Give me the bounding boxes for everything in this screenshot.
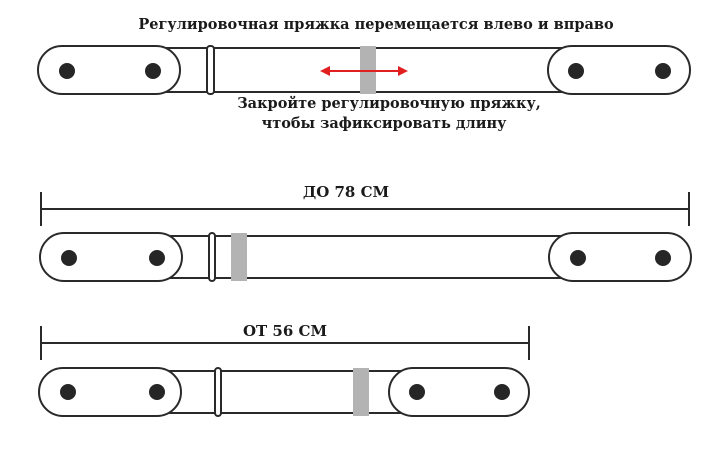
strap-1-loop [206, 45, 215, 95]
strap-2-slider-buckle [231, 233, 247, 281]
strap-1-right-tab [547, 45, 691, 95]
strap-2-right-hole-2 [655, 250, 671, 266]
strap-adjustable [37, 45, 691, 95]
dimension-min [40, 326, 530, 360]
strap-1-right-hole-1 [568, 63, 584, 79]
strap-3-right-hole-1 [409, 384, 425, 400]
strap-2-band [107, 235, 621, 279]
strap-1-left-tab [37, 45, 181, 95]
strap-3-left-hole-2 [149, 384, 165, 400]
strap-3-left-hole-1 [60, 384, 76, 400]
dimension-max [40, 192, 690, 226]
strap-3-left-tab [38, 367, 182, 417]
strap-3-loop [214, 367, 222, 417]
fix-length-caption-line-2: чтобы зафиксировать длину [261, 115, 507, 132]
max-length-label: ДО 78 СМ [302, 183, 390, 201]
strap-2-left-tab [39, 232, 183, 282]
fix-length-caption-line-1: Закройте регулировочную пряжку, [237, 95, 541, 112]
strap-3-right-tab [388, 367, 530, 417]
strap-1-left-hole-2 [145, 63, 161, 79]
strap-2-left-hole-2 [149, 250, 165, 266]
min-length-label: ОТ 56 СМ [242, 322, 328, 340]
strap-3-right-hole-2 [494, 384, 510, 400]
strap-1-right-hole-2 [655, 63, 671, 79]
strap-3-slider-buckle [353, 368, 369, 416]
strap-maximum [39, 232, 692, 282]
strap-2-loop [208, 232, 216, 282]
strap-2-right-tab [548, 232, 692, 282]
strap-2-right-hole-1 [570, 250, 586, 266]
strap-2-left-hole-1 [61, 250, 77, 266]
strap-1-left-hole-1 [59, 63, 75, 79]
buckle-moves-caption: Регулировочная пряжка перемещается влево… [138, 16, 614, 33]
strap-minimum [38, 367, 530, 417]
